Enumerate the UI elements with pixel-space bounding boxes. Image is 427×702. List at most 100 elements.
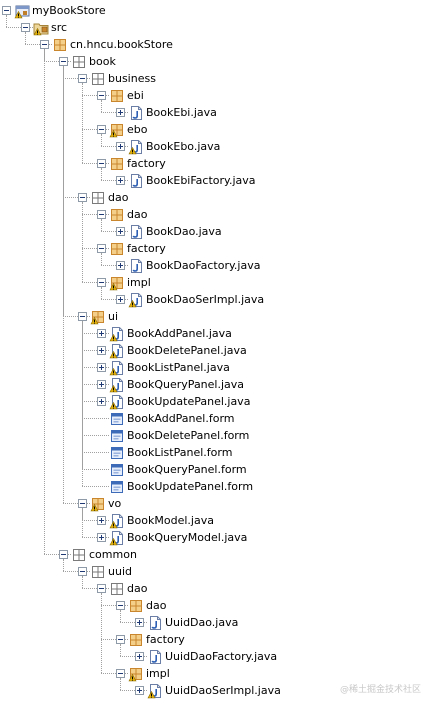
tree-item-bookmodel-java[interactable]: BookModel.java bbox=[0, 512, 420, 529]
tree-item-uuiddaoserimpl-java[interactable]: UuidDaoSerImpl.java bbox=[0, 682, 420, 699]
tree-item-dao[interactable]: dao bbox=[0, 597, 420, 614]
expand-icon[interactable] bbox=[116, 227, 125, 236]
tree-item-label: ebi bbox=[127, 89, 144, 102]
tree-item-dao[interactable]: dao bbox=[0, 580, 420, 597]
watermark: @稀土掘金技术社区 bbox=[339, 685, 421, 695]
tree-item-impl[interactable]: impl bbox=[0, 665, 420, 682]
form-file-icon bbox=[109, 462, 125, 478]
collapse-icon[interactable] bbox=[59, 550, 68, 559]
tree-item-booklistpanel-java[interactable]: BookListPanel.java bbox=[0, 359, 420, 376]
tree-item-booklistpanel-form[interactable]: BookListPanel.form bbox=[0, 444, 420, 461]
java-file-icon bbox=[147, 683, 163, 699]
tree-item-bookupdatepanel-java[interactable]: BookUpdatePanel.java bbox=[0, 393, 420, 410]
collapse-icon[interactable] bbox=[97, 210, 106, 219]
tree-item-bookebo-java[interactable]: BookEbo.java bbox=[0, 138, 420, 155]
package-icon bbox=[109, 207, 125, 223]
tree-item-ui[interactable]: ui bbox=[0, 308, 420, 325]
expand-icon[interactable] bbox=[135, 686, 144, 695]
tree-item-src[interactable]: src bbox=[0, 19, 420, 36]
collapse-icon[interactable] bbox=[97, 244, 106, 253]
tree-item-impl[interactable]: impl bbox=[0, 274, 420, 291]
tree-connector bbox=[82, 95, 109, 96]
java-file-icon bbox=[128, 105, 144, 121]
collapse-icon[interactable] bbox=[97, 584, 106, 593]
tree-item-dao[interactable]: dao bbox=[0, 189, 420, 206]
collapse-icon[interactable] bbox=[78, 193, 87, 202]
tree-item-factory[interactable]: factory bbox=[0, 631, 420, 648]
expand-icon[interactable] bbox=[116, 295, 125, 304]
tree-item-bookebifactory-java[interactable]: BookEbiFactory.java bbox=[0, 172, 420, 189]
tree-item-bookdeletepanel-java[interactable]: BookDeletePanel.java bbox=[0, 342, 420, 359]
collapse-icon[interactable] bbox=[97, 278, 106, 287]
java-file-icon bbox=[109, 343, 125, 359]
expand-icon[interactable] bbox=[97, 329, 106, 338]
expand-icon[interactable] bbox=[97, 533, 106, 542]
tree-item-uuiddao-java[interactable]: UuidDao.java bbox=[0, 614, 420, 631]
tree-item-book[interactable]: book bbox=[0, 53, 420, 70]
tree-item-label: UuidDao.java bbox=[165, 616, 239, 629]
expand-icon[interactable] bbox=[116, 261, 125, 270]
tree-item-uuid[interactable]: uuid bbox=[0, 563, 420, 580]
collapse-icon[interactable] bbox=[116, 669, 125, 678]
expand-icon[interactable] bbox=[135, 618, 144, 627]
tree-item-factory[interactable]: factory bbox=[0, 240, 420, 257]
collapse-icon[interactable] bbox=[97, 91, 106, 100]
tree-item-cn-hncu-bookstore[interactable]: cn.hncu.bookStore bbox=[0, 36, 420, 53]
tree-item-factory[interactable]: factory bbox=[0, 155, 420, 172]
tree-connector bbox=[101, 265, 128, 266]
expand-icon[interactable] bbox=[97, 516, 106, 525]
expand-icon[interactable] bbox=[97, 346, 106, 355]
collapse-icon[interactable] bbox=[40, 40, 49, 49]
tree-connector bbox=[63, 503, 90, 504]
expand-icon[interactable] bbox=[135, 652, 144, 661]
form-file-icon bbox=[109, 428, 125, 444]
tree-item-vo[interactable]: vo bbox=[0, 495, 420, 512]
tree-connector bbox=[6, 15, 7, 27]
tree-item-bookdeletepanel-form[interactable]: BookDeletePanel.form bbox=[0, 427, 420, 444]
tree-item-business[interactable]: business bbox=[0, 70, 420, 87]
collapse-icon[interactable] bbox=[97, 159, 106, 168]
collapse-icon[interactable] bbox=[59, 57, 68, 66]
collapse-icon[interactable] bbox=[21, 23, 30, 32]
tree-item-bookdao-java[interactable]: BookDao.java bbox=[0, 223, 420, 240]
tree-item-mybookstore[interactable]: myBookStore bbox=[0, 2, 420, 19]
tree-item-label: UuidDaoFactory.java bbox=[165, 650, 278, 663]
tree-item-uuiddaofactory-java[interactable]: UuidDaoFactory.java bbox=[0, 648, 420, 665]
tree-item-bookquerypanel-form[interactable]: BookQueryPanel.form bbox=[0, 461, 420, 478]
collapse-icon[interactable] bbox=[78, 74, 87, 83]
tree-item-bookebi-java[interactable]: BookEbi.java bbox=[0, 104, 420, 121]
collapse-icon[interactable] bbox=[78, 567, 87, 576]
tree-connector bbox=[101, 180, 128, 181]
collapse-icon[interactable] bbox=[2, 6, 11, 15]
tree-item-ebo[interactable]: ebo bbox=[0, 121, 420, 138]
expand-icon[interactable] bbox=[116, 142, 125, 151]
tree-connector bbox=[82, 248, 109, 249]
tree-item-bookaddpanel-java[interactable]: BookAddPanel.java bbox=[0, 325, 420, 342]
collapse-icon[interactable] bbox=[116, 601, 125, 610]
expand-icon[interactable] bbox=[97, 363, 106, 372]
expand-icon[interactable] bbox=[97, 380, 106, 389]
tree-item-bookaddpanel-form[interactable]: BookAddPanel.form bbox=[0, 410, 420, 427]
tree-item-bookquerypanel-java[interactable]: BookQueryPanel.java bbox=[0, 376, 420, 393]
expand-icon[interactable] bbox=[97, 397, 106, 406]
tree-connector bbox=[101, 134, 102, 146]
package-icon bbox=[109, 581, 125, 597]
tree-connector bbox=[63, 66, 64, 503]
collapse-icon[interactable] bbox=[97, 125, 106, 134]
expand-icon[interactable] bbox=[116, 176, 125, 185]
package-icon bbox=[90, 190, 106, 206]
collapse-icon[interactable] bbox=[116, 635, 125, 644]
expand-icon[interactable] bbox=[116, 108, 125, 117]
tree-item-bookdaofactory-java[interactable]: BookDaoFactory.java bbox=[0, 257, 420, 274]
tree-item-dao[interactable]: dao bbox=[0, 206, 420, 223]
tree-connector bbox=[82, 214, 109, 215]
tree-item-common[interactable]: common bbox=[0, 546, 420, 563]
tree-item-bookdaoserimpl-java[interactable]: BookDaoSerImpl.java bbox=[0, 291, 420, 308]
tree-item-label: BookEbo.java bbox=[146, 140, 221, 153]
tree-item-bookupdatepanel-form[interactable]: BookUpdatePanel.form bbox=[0, 478, 420, 495]
collapse-icon[interactable] bbox=[78, 312, 87, 321]
tree-item-bookquerymodel-java[interactable]: BookQueryModel.java bbox=[0, 529, 420, 546]
collapse-icon[interactable] bbox=[78, 499, 87, 508]
tree-item-ebi[interactable]: ebi bbox=[0, 87, 420, 104]
